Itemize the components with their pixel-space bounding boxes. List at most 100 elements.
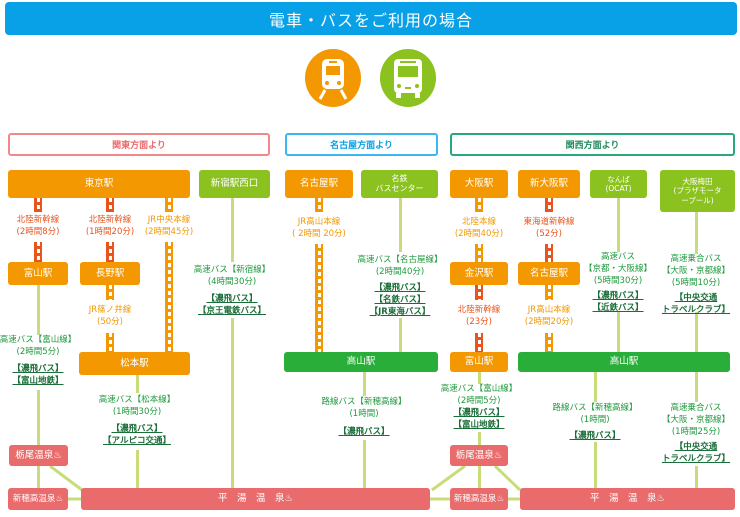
bus-company-link[interactable]: 【濃飛バス】 [374, 283, 426, 293]
rail-line [34, 242, 42, 262]
rail-line [106, 285, 114, 300]
route-label-k6: 高速バス【松本線】(1時間30分)【濃飛バス】【アルピコ交通】 [98, 395, 176, 446]
bus-company-link[interactable]: トラベルクラブ】 [661, 305, 731, 315]
route-label-k1: 北陸新幹線(2時間8分) [16, 215, 60, 237]
onsen-tochio[interactable]: 栃尾温泉 [9, 445, 68, 466]
rail-line [545, 333, 553, 352]
bus-line [617, 198, 620, 252]
bus-line [594, 442, 597, 490]
route-label-k3: JR中央本線(2時間45分) [144, 215, 194, 237]
station-toyama-kansai[interactable]: 富山駅 [450, 352, 508, 372]
onsen-shinhotaka-kansai[interactable]: 新穂高温泉 [450, 488, 508, 510]
section-kansai: 関西方面より [450, 133, 735, 156]
bus-company-link[interactable]: 【濃飛バス】 [453, 408, 505, 418]
bus-company-link[interactable]: 【近鉄バス】 [592, 303, 644, 313]
onsen-hirayu-kansai[interactable]: 平 湯 温 泉 [520, 488, 735, 510]
station-matsumoto[interactable]: 松本駅 [79, 352, 190, 375]
section-kanto: 関東方面より [8, 133, 270, 156]
bus-line [136, 375, 139, 393]
bus-line [37, 285, 40, 335]
station-osaka-umeda[interactable]: 大阪梅田 (プラザモータ ープール) [660, 170, 735, 212]
station-shin-osaka[interactable]: 新大阪駅 [518, 170, 580, 198]
rail-line [545, 285, 553, 300]
rail-line [165, 198, 173, 212]
station-nagano[interactable]: 長野駅 [80, 262, 140, 285]
route-label-w3: 北陸新幹線(23分) [457, 305, 501, 327]
station-namba[interactable]: なんば (OCAT) [590, 170, 647, 198]
rail-line [106, 198, 114, 212]
station-tokyo[interactable]: 東京駅 [8, 170, 190, 198]
rail-line [475, 244, 483, 262]
bus-company-link[interactable]: 【中央交通 [674, 293, 718, 303]
onsen-hirayu[interactable]: 平 湯 温 泉 [81, 488, 430, 510]
bus-company-link[interactable]: 【濃飛バス】 [12, 364, 64, 374]
rail-line [106, 242, 114, 262]
route-label-w4: JR高山本線(2時間20分) [524, 305, 574, 327]
station-nagoya[interactable]: 名古屋駅 [285, 170, 353, 198]
page-title: 電車・バスをご利用の場合 [5, 2, 737, 35]
rail-line [475, 198, 483, 212]
route-label-k4: JR篠ノ井線(50分) [88, 305, 132, 327]
bus-line [399, 318, 402, 352]
bus-company-link[interactable]: 【濃飛バス】 [592, 291, 644, 301]
route-label-w1: 北陸本線(2時間40分) [454, 217, 504, 239]
bus-line [695, 372, 698, 402]
station-meitetsu-bus-center[interactable]: 名鉄 バスセンター [361, 170, 438, 198]
onsen-tochio-kansai[interactable]: 栃尾温泉 [450, 445, 508, 466]
route-label-k5: 高速バス【富山線】(2時間5分)【濃飛バス】【富山地鉄】 [0, 335, 77, 386]
route-label-w2: 東海道新幹線(52分) [523, 217, 575, 239]
bus-line [363, 372, 366, 396]
bus-company-link[interactable]: 【濃飛バス】 [206, 294, 258, 304]
bus-line [695, 466, 698, 490]
bus-line [478, 372, 481, 384]
station-nagoya-kansai[interactable]: 名古屋駅 [518, 262, 580, 285]
bus-company-link[interactable]: 【濃飛バス】 [569, 431, 621, 441]
rail-line [545, 198, 553, 212]
onsen-shinhotaka[interactable]: 新穂高温泉 [8, 488, 68, 510]
rail-line [165, 242, 173, 352]
station-osaka[interactable]: 大阪駅 [450, 170, 508, 198]
station-takayama-kansai[interactable]: 高山駅 [518, 352, 730, 372]
bus-line [37, 390, 40, 488]
station-shinjuku[interactable]: 新宿駅西口 [199, 170, 270, 198]
bus-line [695, 212, 698, 254]
rail-line [106, 333, 114, 352]
route-label-k2: 北陸新幹線(1時間20分) [85, 215, 135, 237]
route-label-w7: 高速バス【富山線】(2時間5分)【濃飛バス】【富山地鉄】 [440, 384, 518, 430]
bus-company-link[interactable]: 【名鉄バス】 [374, 295, 426, 305]
bus-company-link[interactable]: 【富山地鉄】 [453, 420, 505, 430]
route-label-k7: 高速バス【新宿線】(4時間30分)【濃飛バス】【京王電鉄バス】 [193, 265, 271, 316]
bus-line [695, 312, 698, 352]
route-label-n1: JR高山本線( 2時間 20分) [292, 217, 346, 239]
bus-line [231, 198, 234, 262]
bus-company-link[interactable]: 【濃飛バス】 [338, 427, 390, 437]
section-nagoya: 名古屋方面より [285, 133, 438, 156]
station-kanazawa[interactable]: 金沢駅 [450, 262, 508, 285]
route-label-w5: 高速バス【京都・大阪線】(5時間30分)【濃飛バス】【近鉄バス】 [583, 252, 653, 313]
rail-line [545, 244, 553, 262]
bus-company-link[interactable]: 【富山地鉄】 [12, 376, 64, 386]
bus-company-link[interactable]: トラベルクラブ】 [661, 454, 731, 464]
bus-company-link[interactable]: 【京王電鉄バス】 [197, 306, 267, 316]
rail-line [315, 244, 323, 352]
rail-line [315, 198, 323, 212]
train-icon [305, 49, 361, 107]
bus-line [617, 312, 620, 352]
bus-icon [380, 49, 436, 107]
bus-line [363, 440, 366, 490]
bus-company-link[interactable]: 【中央交通 [674, 442, 718, 452]
bus-company-link[interactable]: 【JR東海バス】 [369, 307, 431, 317]
bus-line [231, 318, 234, 490]
rail-line [475, 285, 483, 300]
route-label-n3: 路線バス【新穂高線】(1時間)【濃飛バス】 [321, 397, 407, 437]
station-takayama[interactable]: 高山駅 [284, 352, 438, 372]
route-label-w9: 高速乗合バス【大阪・京都線】(1時間25分)【中央交通トラベルクラブ】 [661, 403, 731, 464]
station-toyama[interactable]: 富山駅 [8, 262, 68, 285]
rail-line [475, 333, 483, 352]
rail-line [34, 198, 42, 212]
bus-company-link[interactable]: 【濃飛バス】 [111, 424, 163, 434]
route-label-w6: 高速乗合バス【大阪・京都線】(5時間10分)【中央交通トラベルクラブ】 [661, 254, 731, 315]
bus-line [399, 198, 402, 252]
bus-company-link[interactable]: 【アルピコ交通】 [103, 436, 171, 446]
